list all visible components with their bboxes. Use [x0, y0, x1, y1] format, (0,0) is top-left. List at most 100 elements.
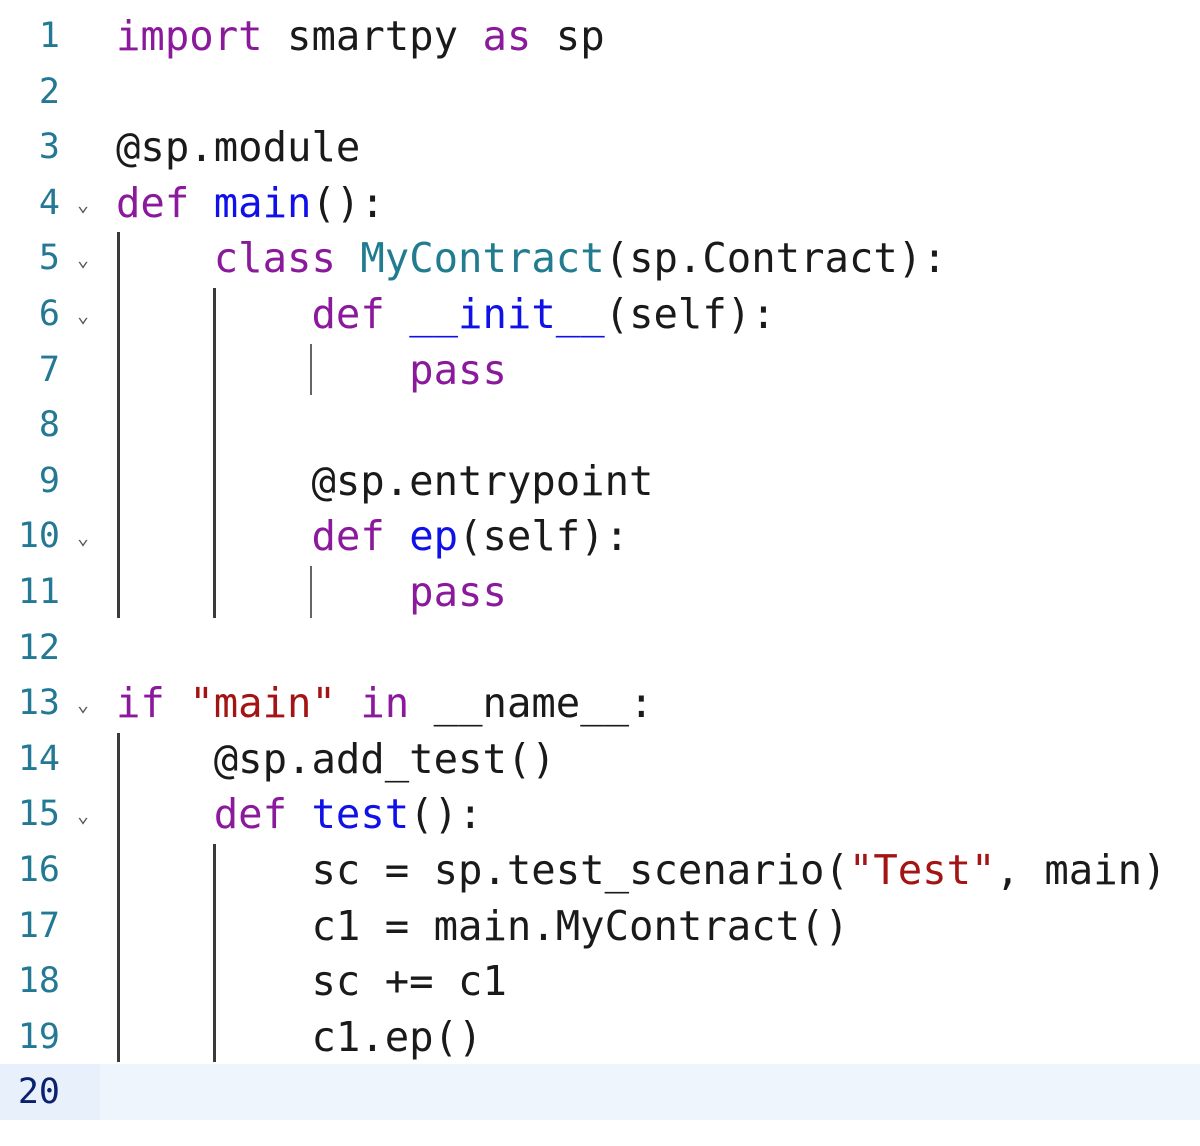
line-number: 18 [17, 961, 60, 1002]
code-line[interactable]: 18 sc += c1 [0, 953, 1200, 1009]
indent-guide [117, 732, 120, 1063]
line-number: 4 [38, 182, 60, 223]
code-token: "main" [189, 679, 336, 728]
fold-chevron-icon[interactable]: ⌄ [76, 525, 90, 550]
code-text[interactable]: if "main" in __name__: [116, 675, 654, 731]
fold-chevron-icon[interactable]: ⌄ [76, 247, 90, 272]
code-text[interactable]: sc = sp.test_scenario("Test", main) [116, 842, 1166, 898]
code-line[interactable]: 6⌄ def __init__(self): [0, 286, 1200, 342]
code-token: sc = sp.test_scenario( [116, 846, 849, 894]
line-number: 16 [17, 850, 60, 890]
code-line[interactable]: 15 ⌄ def test(): [0, 786, 1200, 842]
code-token: smartpy [262, 12, 483, 60]
line-number: 8 [38, 405, 60, 446]
code-text[interactable]: def ep(self): [116, 508, 629, 564]
code-line[interactable]: 11 pass [0, 564, 1200, 620]
code-token [287, 790, 311, 838]
code-line[interactable]: 12 [0, 620, 1200, 676]
line-number: 10 [17, 516, 60, 557]
code-token: pass [409, 568, 507, 616]
line-gutter: 20 [0, 1064, 100, 1121]
code-text[interactable]: pass [116, 342, 507, 398]
code-token: MyContract [360, 234, 605, 283]
code-token [385, 512, 409, 560]
code-line[interactable]: 13 ⌄ if "main" in __name__: [0, 675, 1200, 731]
code-text[interactable]: pass [116, 564, 507, 620]
code-text[interactable]: @sp.add_test() [116, 731, 556, 787]
code-line[interactable]: 19 c1.ep() [0, 1009, 1200, 1065]
line-gutter: 7 [0, 342, 100, 398]
code-text[interactable]: c1.ep() [116, 1009, 482, 1065]
code-text[interactable]: def main(): [116, 175, 385, 231]
code-token: main [213, 178, 312, 227]
line-number: 1 [38, 16, 60, 56]
line-gutter: 11 [0, 564, 100, 620]
code-line[interactable]: 5⌄ class MyContract(sp.Contract): [0, 230, 1200, 286]
code-token [336, 234, 360, 282]
code-token: sp [531, 12, 605, 60]
code-token: @sp.module [116, 123, 361, 172]
code-text[interactable]: def test(): [116, 786, 483, 842]
line-gutter: 12 [0, 620, 100, 676]
indent-guide [310, 566, 312, 618]
line-gutter: 10 ⌄ [0, 508, 100, 564]
code-token: @sp.add_test() [116, 734, 556, 783]
code-text[interactable]: @sp.entrypoint [116, 453, 653, 509]
code-line[interactable]: 10 ⌄ def ep(self): [0, 508, 1200, 564]
line-number: 15 [17, 794, 60, 835]
line-number: 6 [38, 294, 60, 334]
code-line[interactable]: 2 [0, 64, 1200, 120]
line-number: 5 [38, 238, 60, 279]
line-gutter: 8 [0, 397, 100, 453]
code-token: import [116, 12, 263, 60]
code-line[interactable]: 14 @sp.add_test() [0, 731, 1200, 787]
code-line[interactable]: 17 c1 = main.MyContract() [0, 898, 1200, 954]
line-gutter: 5⌄ [0, 230, 100, 286]
indent-guide [213, 288, 216, 618]
code-line[interactable]: 8 [0, 397, 1200, 453]
code-token: c1.ep() [116, 1012, 483, 1061]
code-line[interactable]: 16 sc = sp.test_scenario("Test", main) [0, 842, 1200, 898]
code-text[interactable]: @sp.module [116, 119, 360, 175]
fold-chevron-icon[interactable]: ⌄ [76, 692, 90, 717]
code-text[interactable]: sc += c1 [116, 953, 507, 1009]
code-token: pass [409, 345, 507, 394]
code-token: (sp.Contract): [604, 234, 947, 283]
code-token [116, 234, 214, 282]
code-token: test [311, 790, 410, 839]
code-line[interactable]: 9 @sp.entrypoint [0, 453, 1200, 509]
line-gutter: 9 [0, 453, 100, 509]
line-number: 20 [17, 1072, 60, 1113]
code-token: in [360, 679, 410, 728]
fold-chevron-icon[interactable]: ⌄ [76, 803, 90, 828]
code-token: as [482, 12, 532, 60]
code-text[interactable]: def __init__(self): [116, 286, 775, 342]
code-line[interactable]: 20 [0, 1064, 1200, 1121]
code-text[interactable]: class MyContract(sp.Contract): [116, 230, 947, 286]
code-token: (self): [458, 512, 630, 561]
code-line[interactable]: 4 ⌄ def main(): [0, 175, 1200, 231]
code-token [116, 568, 409, 616]
line-number: 9 [38, 460, 60, 501]
code-token: if [116, 679, 165, 728]
indent-guide [117, 232, 120, 618]
code-token: ep [409, 512, 459, 561]
line-gutter: 6⌄ [0, 286, 100, 342]
fold-chevron-icon[interactable]: ⌄ [76, 303, 90, 327]
code-line[interactable]: 7 pass [0, 342, 1200, 398]
code-line[interactable]: 3@sp.module [0, 119, 1200, 175]
code-token: __init__ [409, 290, 605, 338]
indent-guide [310, 343, 312, 396]
code-text[interactable]: c1 = main.MyContract() [116, 898, 848, 954]
line-number: 13 [17, 683, 60, 724]
code-token: sc += c1 [116, 957, 507, 1006]
line-number: 17 [17, 905, 60, 946]
fold-chevron-icon[interactable]: ⌄ [76, 191, 90, 216]
line-gutter: 13 ⌄ [0, 675, 100, 731]
code-line[interactable]: 1 import smartpy as sp [0, 8, 1200, 64]
line-number: 2 [38, 71, 60, 112]
line-number: 19 [17, 1016, 60, 1057]
code-token: class [213, 234, 336, 283]
code-text[interactable]: import smartpy as sp [116, 8, 605, 64]
